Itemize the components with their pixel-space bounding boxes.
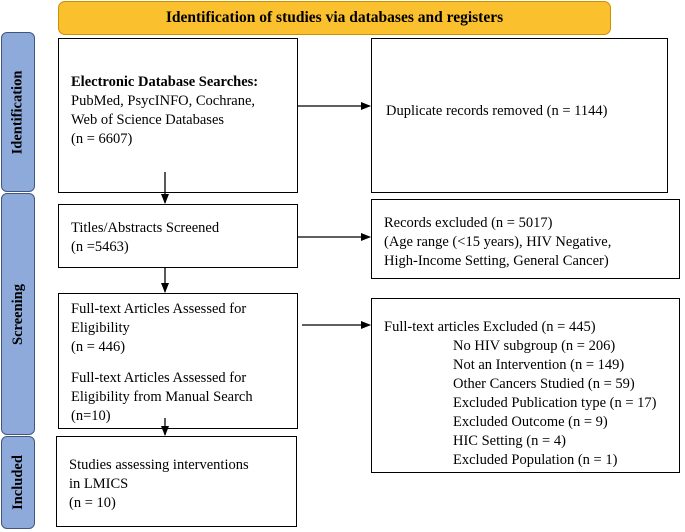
- included-studies-line: Studies assessing interventions: [69, 457, 249, 473]
- included-studies-line: in LMICS: [69, 476, 129, 492]
- included-studies-box: Studies assessing interventions in LMICS…: [56, 436, 297, 527]
- manual-search-line: Eligibility from Manual Search: [71, 389, 253, 405]
- exclusion-reason: Not an Intervention (n = 149): [453, 357, 625, 373]
- fulltext-assessed-box: Full-text Articles Assessed for Eligibil…: [58, 293, 298, 429]
- screened-label: Titles/Abstracts Screened: [71, 220, 220, 236]
- header-banner: Identification of studies via databases …: [58, 1, 611, 35]
- phase-included: Included: [1, 436, 35, 529]
- records-excluded-line: High-Income Setting, General Cancer): [384, 253, 609, 269]
- exclusion-reason: HIC Setting (n = 4): [453, 433, 566, 449]
- exclusion-reason: Excluded Outcome (n = 9): [453, 414, 608, 430]
- records-excluded-box: Records excluded (n = 5017) (Age range (…: [371, 199, 680, 279]
- manual-search-line: Full-text Articles Assessed for: [71, 370, 247, 386]
- fulltext-assessed-line: Full-text Articles Assessed for: [71, 301, 247, 317]
- fulltext-excluded-heading: Full-text articles Excluded (n = 445): [384, 319, 596, 335]
- database-searches-heading: Electronic Database Searches:: [71, 74, 259, 90]
- records-excluded-line: Records excluded (n = 5017): [384, 215, 553, 231]
- duplicates-text: Duplicate records removed (n = 1144): [386, 103, 608, 119]
- exclusion-reason: Other Cancers Studied (n = 59): [453, 376, 635, 392]
- exclusion-reason: Excluded Publication type (n = 17): [453, 395, 657, 411]
- duplicates-box: Duplicate records removed (n = 1144): [371, 38, 668, 193]
- database-searches-count: (n = 6607): [71, 131, 133, 147]
- exclusion-reason: No HIV subgroup (n = 206): [453, 338, 616, 354]
- included-studies-count: (n = 10): [69, 495, 116, 511]
- database-searches-box: Electronic Database Searches: PubMed, Ps…: [58, 38, 298, 193]
- screened-count: (n =5463): [71, 239, 129, 255]
- phase-screening: Screening: [1, 193, 35, 435]
- exclusion-reason: Excluded Population (n = 1): [453, 452, 618, 468]
- fulltext-assessed-count: (n = 446): [71, 339, 126, 355]
- fulltext-assessed-line: Eligibility: [71, 320, 130, 336]
- database-searches-line: PubMed, PsycINFO, Cochrane,: [71, 93, 256, 109]
- database-searches-line: Web of Science Databases: [71, 112, 225, 128]
- fulltext-excluded-box: Full-text articles Excluded (n = 445) No…: [371, 298, 680, 473]
- manual-search-count: (n=10): [71, 408, 111, 424]
- header-title: Identification of studies via databases …: [165, 9, 504, 26]
- records-excluded-line: (Age range (<15 years), HIV Negative,: [384, 234, 612, 250]
- screened-box: Titles/Abstracts Screened (n =5463): [58, 204, 298, 268]
- phase-identification: Identification: [1, 32, 35, 192]
